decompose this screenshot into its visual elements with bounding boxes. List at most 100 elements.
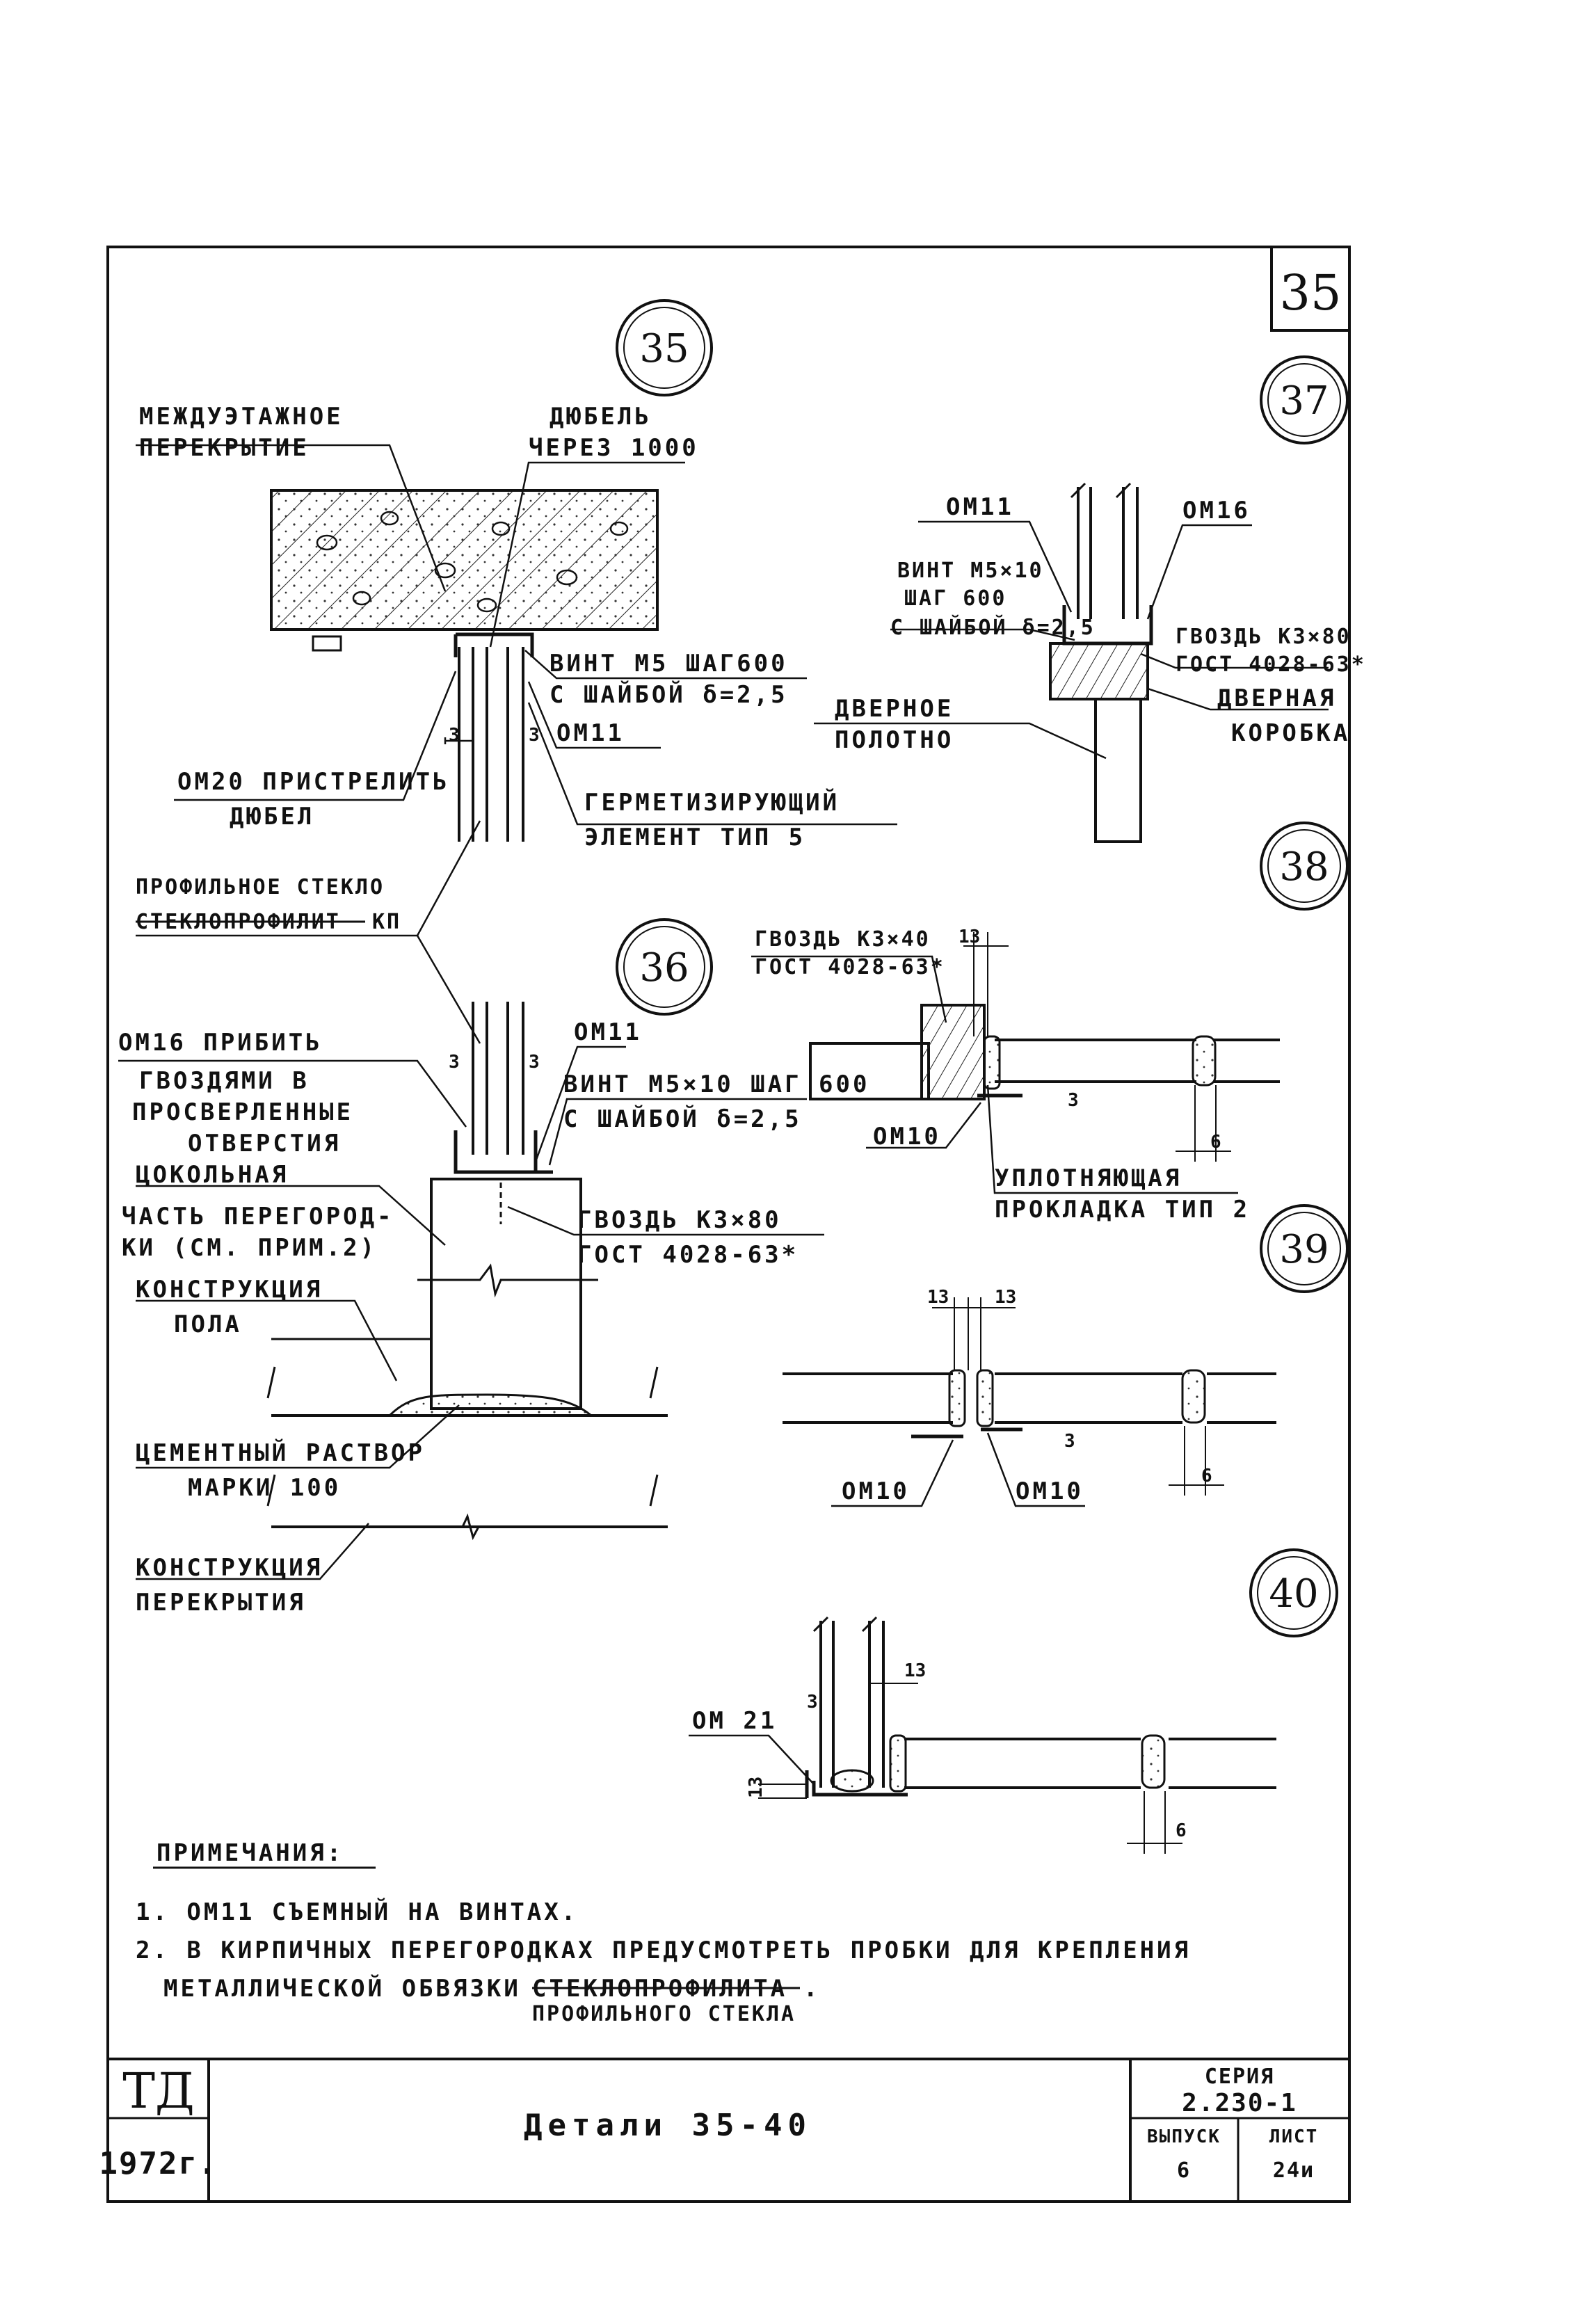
label-om10-39-left: ОМ10 [842,1477,910,1505]
slab-break-center [445,1513,668,1541]
gasket-39a [948,1369,966,1427]
dim-40-13: 13 [904,1660,926,1681]
label-nail-36-2: ГОСТ 4028-63* [577,1241,799,1269]
gasket-40a [830,1769,874,1793]
detail-37-marker [1260,355,1349,444]
dim-line-39 [932,1297,1016,1370]
label-om11-36: ОМ11 [574,1018,642,1046]
leader-nail-36 [507,1205,824,1236]
dim-line-40-13 [869,1669,918,1739]
profile-glass-label: ПРОФИЛЬНОЕ СТЕКЛО СТЕКЛОПРОФИЛИТ КП [136,820,481,1044]
label-gasket-38-1: УПЛОТНЯЮЩАЯ [995,1164,1182,1192]
leader-floor [136,1299,398,1381]
profile-glass-line1: ПРОФИЛЬНОЕ СТЕКЛО [136,875,385,899]
label-floor-slab-2: ПЕРЕКРЫТИЕ [139,434,310,462]
channel-om16 [454,1130,538,1174]
leader-om11-35 [527,681,661,749]
label-floor-1: КОНСТРУКЦИЯ [136,1276,323,1304]
label-nail-38-1: ГВОЗДЬ К3×40 [755,927,931,952]
detail-35: 35 МЕЖДУЭТАЖНОЕ ПЕРЕКРЫТИЕ ДЮБЕЛЬ ЧЕРЕЗ … [136,299,897,851]
label-om10-38: ОМ10 [873,1123,941,1151]
dim-39-13b: 13 [995,1287,1016,1308]
label-gasket-38-2: ПРОКЛАДКА ТИП 2 [995,1196,1250,1224]
issue-value: 6 [1177,2158,1191,2183]
detail-39-marker-inner [1267,1212,1341,1285]
leader-seal-35 [527,702,897,826]
dim-36-right: 3 [529,1052,540,1073]
series-label: СЕРИЯ [1205,2065,1274,2089]
dim-38-13: 13 [959,927,980,947]
profile-glass-top [472,647,524,842]
label-plinth-3: КИ (СМ. ПРИМ.2) [122,1234,377,1262]
profile-glass-bottom [472,1002,524,1155]
label-slab-36-1: КОНСТРУКЦИЯ [136,1554,323,1582]
gasket-39c [1181,1369,1206,1424]
label-door-leaf-1: ДВЕРНОЕ [835,695,954,723]
label-door-frame-1: ДВЕРНАЯ [1217,684,1336,712]
sheet-number-box [1270,246,1351,332]
panel-39-right [1207,1372,1276,1424]
label-dowel-2: ЧЕРЕЗ 1000 [529,434,699,462]
detail-38-marker [1260,822,1349,911]
panel-40-right [1169,1738,1276,1789]
leader-om16-37 [1146,524,1252,620]
leader-om21 [689,1734,815,1785]
label-screw-37-2: ШАГ 600 [904,586,1006,611]
leader-floor-slab [136,444,447,592]
leader-om11-36 [534,1045,626,1162]
note-2-insert: ПРОФИЛЬНОГО СТЕКЛА [532,2002,796,2026]
leader-dowel [489,461,685,648]
dim-line-38-13 [963,932,1009,1036]
slab-break-left [266,1366,659,1507]
door-frame-37 [1049,642,1149,700]
detail-37: 37 ОМ11 ОМ16 ВИНТ М5×10 ШАГ 600 С ШАЙБОЙ… [814,355,1366,843]
leader-om10-39-left [831,1439,954,1507]
note-2-dot: . [803,1975,820,2003]
glass-37-breaks [1070,482,1132,499]
dim-line-38-6 [1176,1085,1231,1162]
dim-line-39-6 [1169,1426,1224,1496]
label-nail-37-2: ГОСТ 4028-63* [1176,652,1366,677]
note-2a: 2. В КИРПИЧНЫХ ПЕРЕГОРОДКАХ ПРЕДУСМОТРЕТ… [136,1937,1191,1964]
detail-39-number: 39 [1279,1227,1329,1272]
detail-40-marker-inner [1257,1556,1331,1630]
label-nail-38-2: ГОСТ 4028-63* [755,955,945,979]
panel-39-mid [995,1372,1182,1424]
gap-dim-left [444,737,473,744]
detail-35-marker [616,299,713,396]
detail-36: 36 3 3 ОМ16 ПРИБИТЬ ГВОЗДЯМИ В ПРОСВЕРЛЕ… [118,918,867,1617]
leader-screw-35 [524,650,807,680]
gasket-38a [983,1035,1001,1090]
dim-38-6: 6 [1210,1132,1221,1153]
note-1: 1. ОМ11 СЪЕМНЫЙ НА ВИНТАХ. [136,1898,578,1926]
leader-nail-38 [751,955,947,1023]
leader-gasket-38 [986,1084,1238,1194]
label-om21: ОМ 21 [692,1707,777,1735]
label-screw-37-3: С ШАЙБОЙ δ=2,5 [890,615,1096,640]
gasket-38b [1192,1035,1217,1087]
label-om11-35: ОМ11 [556,719,625,747]
label-plinth-1: ЦОКОЛЬНАЯ [136,1161,289,1189]
gasket-40c [1141,1734,1166,1789]
leader-plinth [136,1185,446,1246]
panel-39-left [783,1372,953,1424]
detail-40: 40 13 3 ОМ 21 13 6 [689,1548,1338,1854]
gasket-40b [889,1734,907,1793]
leader-screw-37 [890,628,1075,641]
label-om16-4: ОТВЕРСТИЯ [188,1130,341,1157]
gasket-39b [976,1369,994,1427]
panel-40-left [904,1738,1141,1789]
channel-om20-profile [454,632,534,657]
leader-profile-glass-2 [416,935,481,1044]
detail-37-number: 37 [1279,378,1329,424]
mortar-bed [387,1393,595,1417]
dim-35-left: 3 [449,725,460,746]
dim-39-6: 6 [1201,1466,1212,1486]
leader-om11-37 [918,520,1073,613]
detail-36-marker-inner [623,926,705,1008]
detail-36-number: 36 [639,945,689,991]
dim-39-3: 3 [1064,1431,1075,1452]
label-nail-36-1: ГВОЗДЬ К3×80 [577,1206,782,1234]
dim-40-6: 6 [1176,1820,1187,1841]
label-om16-37: ОМ16 [1182,497,1251,524]
